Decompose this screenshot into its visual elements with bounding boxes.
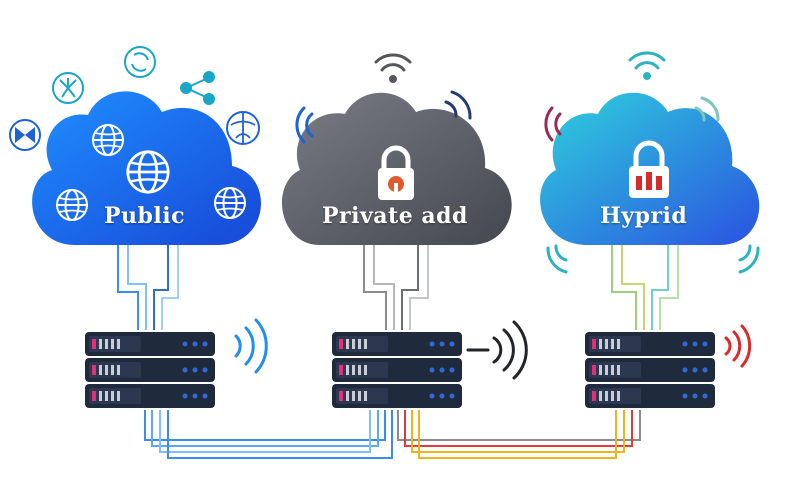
private-uplink-wires (363, 238, 429, 330)
wifi-icon (628, 51, 666, 80)
wifi-icon (738, 244, 760, 274)
hybrid-uplink-wires (611, 238, 679, 330)
public-uplink-wires (117, 238, 179, 330)
wifi-icon (546, 244, 568, 274)
public-cloud-label: Public (104, 203, 186, 229)
padlock-icon-hybrid (629, 140, 669, 198)
share-icon (180, 71, 215, 105)
bowtie-icon (9, 119, 41, 151)
hybrid-cloud-label: Hyprid (600, 203, 688, 229)
network-icon (52, 72, 84, 104)
padlock-icon (378, 145, 414, 200)
wifi-icon (374, 53, 412, 83)
hybrid-server-rack (585, 332, 715, 408)
wifi-icon (295, 106, 314, 144)
interconnect-wires (144, 410, 641, 459)
globe-badge-icon (226, 111, 260, 145)
signal-icon (466, 320, 528, 380)
public-cloud (32, 91, 261, 246)
compass-icon (124, 46, 156, 78)
wifi-icon (544, 106, 562, 142)
signal-icon (234, 318, 268, 374)
private-cloud-label: Private add (322, 203, 468, 229)
wifi-icon (694, 96, 720, 122)
wifi-icon (444, 90, 472, 120)
public-server-rack (85, 332, 215, 408)
private-server-rack (332, 332, 462, 408)
signal-icon (724, 324, 752, 368)
